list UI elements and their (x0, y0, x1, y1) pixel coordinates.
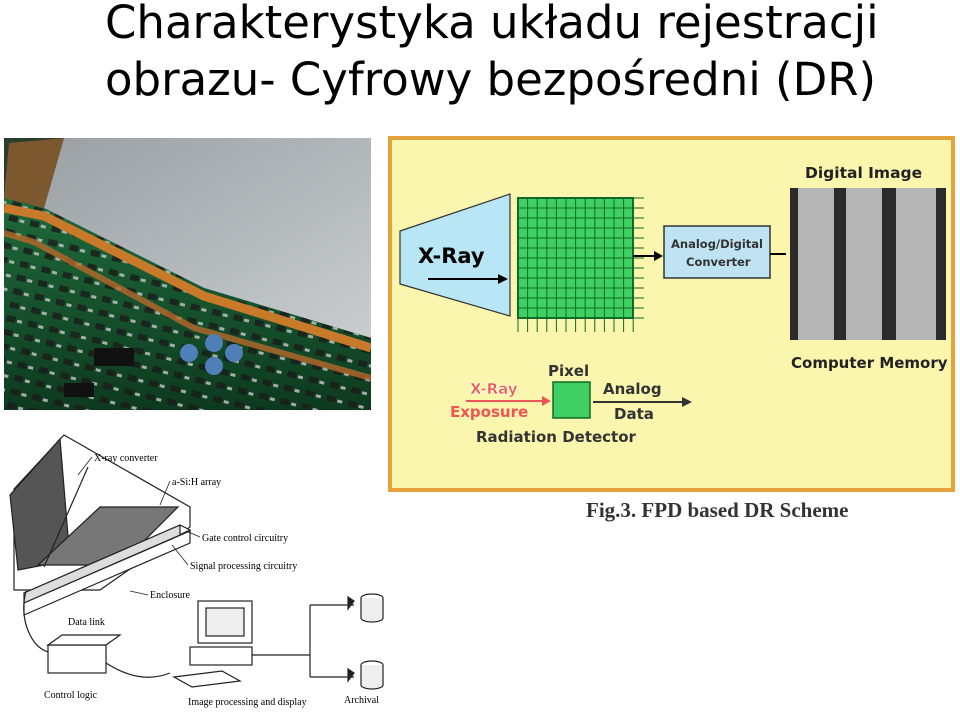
exposure-label: Exposure (450, 403, 528, 421)
xray-label: X-Ray (418, 244, 485, 268)
xray-small-label: X-Ray (470, 380, 518, 398)
analog-label: Analog (603, 380, 662, 398)
pixel-label: Pixel (548, 362, 589, 380)
xray-beam (399, 193, 511, 317)
signal-processing-label: Signal processing circuitry (190, 561, 297, 572)
figure-caption: Fig.3. FPD based DR Scheme (586, 498, 849, 522)
asih-array-label: a-Si:H array (172, 477, 221, 488)
pixel-box (552, 381, 591, 419)
xray-converter-label: X-ray converter (94, 453, 158, 464)
detector-electronics-photo (4, 138, 371, 410)
image-processing-label: Image processing and display (188, 697, 307, 708)
control-logic-label: Control logic (44, 690, 98, 701)
title-line-1: Charakterystyka układu rejestracji (105, 0, 879, 49)
computer-memory-label: Computer Memory (791, 354, 948, 372)
gate-control-label: Gate control circuitry (202, 533, 288, 544)
data-label: Data (614, 405, 654, 423)
radiation-detector-label: Radiation Detector (476, 428, 637, 446)
title-line-2: obrazu- Cyfrowy bezpośredni (DR) (105, 53, 877, 106)
adc-box (663, 225, 771, 279)
data-link-label: Data link (68, 617, 105, 628)
adc-label-2: Converter (686, 255, 751, 269)
enclosure-label: Enclosure (150, 590, 191, 601)
flat-panel-system-drawing: X-ray converter a-Si:H array Gate contro… (9, 434, 384, 708)
digital-image-label: Digital Image (805, 164, 922, 182)
slide-title: Charakterystyka układu rejestracji obraz… (105, 0, 955, 108)
adc-label-1: Analog/Digital (671, 237, 763, 251)
fpd-dr-scheme: X-Ray Analog/Digital Converter Digital I… (388, 136, 955, 492)
archival-label: Archival (344, 695, 379, 706)
